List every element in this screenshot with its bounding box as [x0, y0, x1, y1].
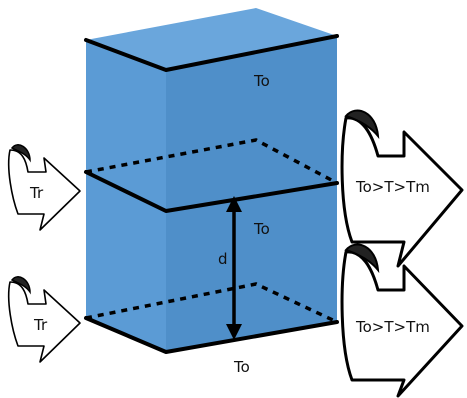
middle-plane-solid: [84, 170, 339, 213]
inlet-label-lower: Tr: [33, 316, 48, 334]
curved-arrow-out-icon: [340, 109, 464, 268]
bottom-edge: [84, 316, 339, 354]
block-top-face: [86, 8, 337, 70]
bottom-plane-dashed: [85, 282, 338, 324]
outlet-label-lower: To>T>Tm: [355, 318, 430, 336]
curved-arrow-in-icon: [7, 144, 81, 231]
curved-arrow-out-icon: [340, 243, 464, 398]
bottom-face-label: To: [233, 358, 250, 376]
outlet-label-upper: To>T>Tm: [355, 178, 430, 196]
block: [84, 8, 339, 354]
outlet-arrow-lower: To>T>Tm: [340, 243, 464, 398]
double-arrow-icon: [226, 196, 242, 340]
inlet-label-upper: Tr: [29, 184, 44, 202]
block-front-face: [86, 40, 166, 352]
inlet-arrow-lower: Tr: [7, 276, 81, 363]
inlet-arrow-upper: Tr: [7, 144, 81, 231]
middle-face-label: To: [253, 220, 270, 238]
block-side-face: [166, 36, 337, 352]
middle-plane-dashed: [85, 138, 338, 185]
distance-label: d: [218, 250, 228, 268]
outlet-arrow-upper: To>T>Tm: [340, 109, 464, 268]
top-edge-front: [84, 34, 339, 72]
top-face-label: To: [253, 72, 270, 90]
curved-arrow-in-icon: [7, 276, 81, 363]
